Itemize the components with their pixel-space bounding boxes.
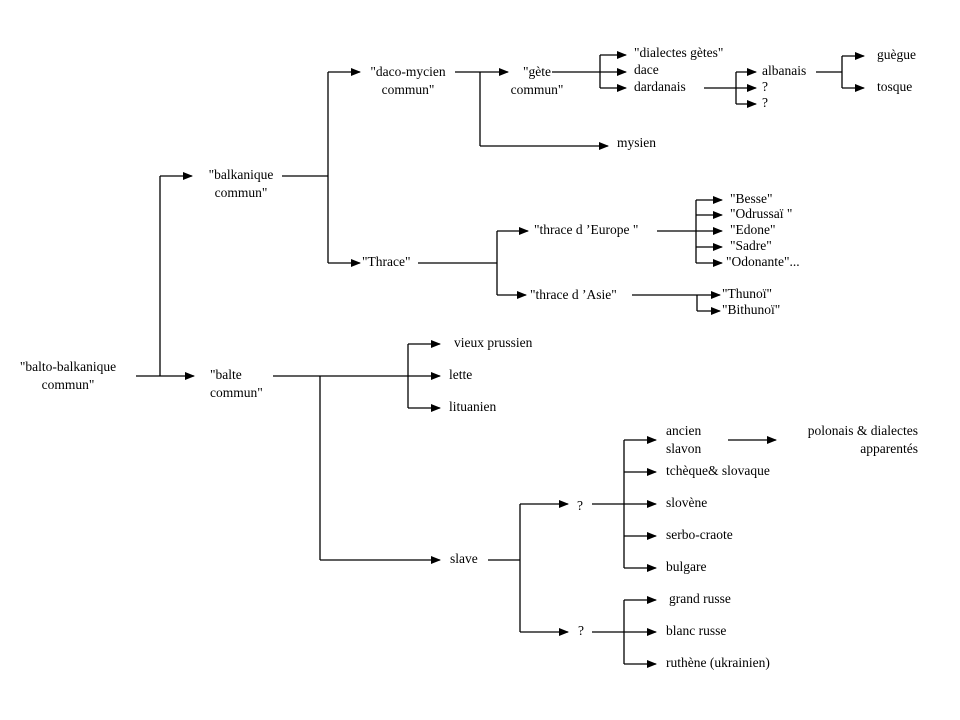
node-slovene: slovène [666,495,708,510]
node-balkanique-commun: "balkanique commun" [208,167,274,200]
node-grand-russe: grand russe [669,591,731,606]
node-balte-commun: "balte commun" [210,367,263,400]
node-gete-commun: "gète commun" [510,64,564,97]
node-sadre: "Sadre" [730,238,772,253]
node-besse: "Besse" [730,191,773,206]
node-dialectes-getes: "dialectes gètes" [634,45,724,60]
node-edone: "Edone" [730,222,776,237]
node-daco-mycien-commun: "daco-mycien commun" [370,64,446,97]
node-slave-east-unknown: ? [578,623,584,638]
node-dace: dace [634,62,659,77]
node-albanais: albanais [762,63,807,78]
node-lituanien: lituanien [449,399,497,414]
node-unknown-1: ? [762,79,768,94]
node-serbo-croate: serbo-craote [666,527,733,542]
node-guegue: guègue [877,47,916,62]
node-unknown-2: ? [762,95,768,110]
node-polonais: polonais & dialectes apparentés [807,423,918,456]
node-bulgare: bulgare [666,559,707,574]
node-thrace-europe: "thrace d ’Europe " [534,222,639,237]
node-thrace-asie: "thrace d ’Asie" [530,287,617,302]
node-blanc-russe: blanc russe [666,623,727,638]
node-odonante: "Odonante"... [726,254,800,269]
node-tcheque-slovaque: tchèque& slovaque [666,463,770,478]
node-thrace: "Thrace" [362,254,411,269]
node-ruthene: ruthène (ukrainien) [666,655,770,670]
node-slave: slave [450,551,478,566]
node-vieux-prussien: vieux prussien [454,335,533,350]
node-lette: lette [449,367,473,382]
node-mysien: mysien [617,135,656,150]
node-ancien-slavon: ancien slavon [666,423,702,456]
node-tosque: tosque [877,79,913,94]
node-dardanais: dardanais [634,79,686,94]
node-odrussai: "Odrussaï " [730,206,793,221]
node-bithunoi: "Bithunoï" [722,302,781,317]
node-thunoi: "Thunoï" [722,286,773,301]
node-balto-balkanique-commun: "balto-balkanique commun" [19,359,117,392]
node-slave-west-unknown: ? [577,498,583,513]
